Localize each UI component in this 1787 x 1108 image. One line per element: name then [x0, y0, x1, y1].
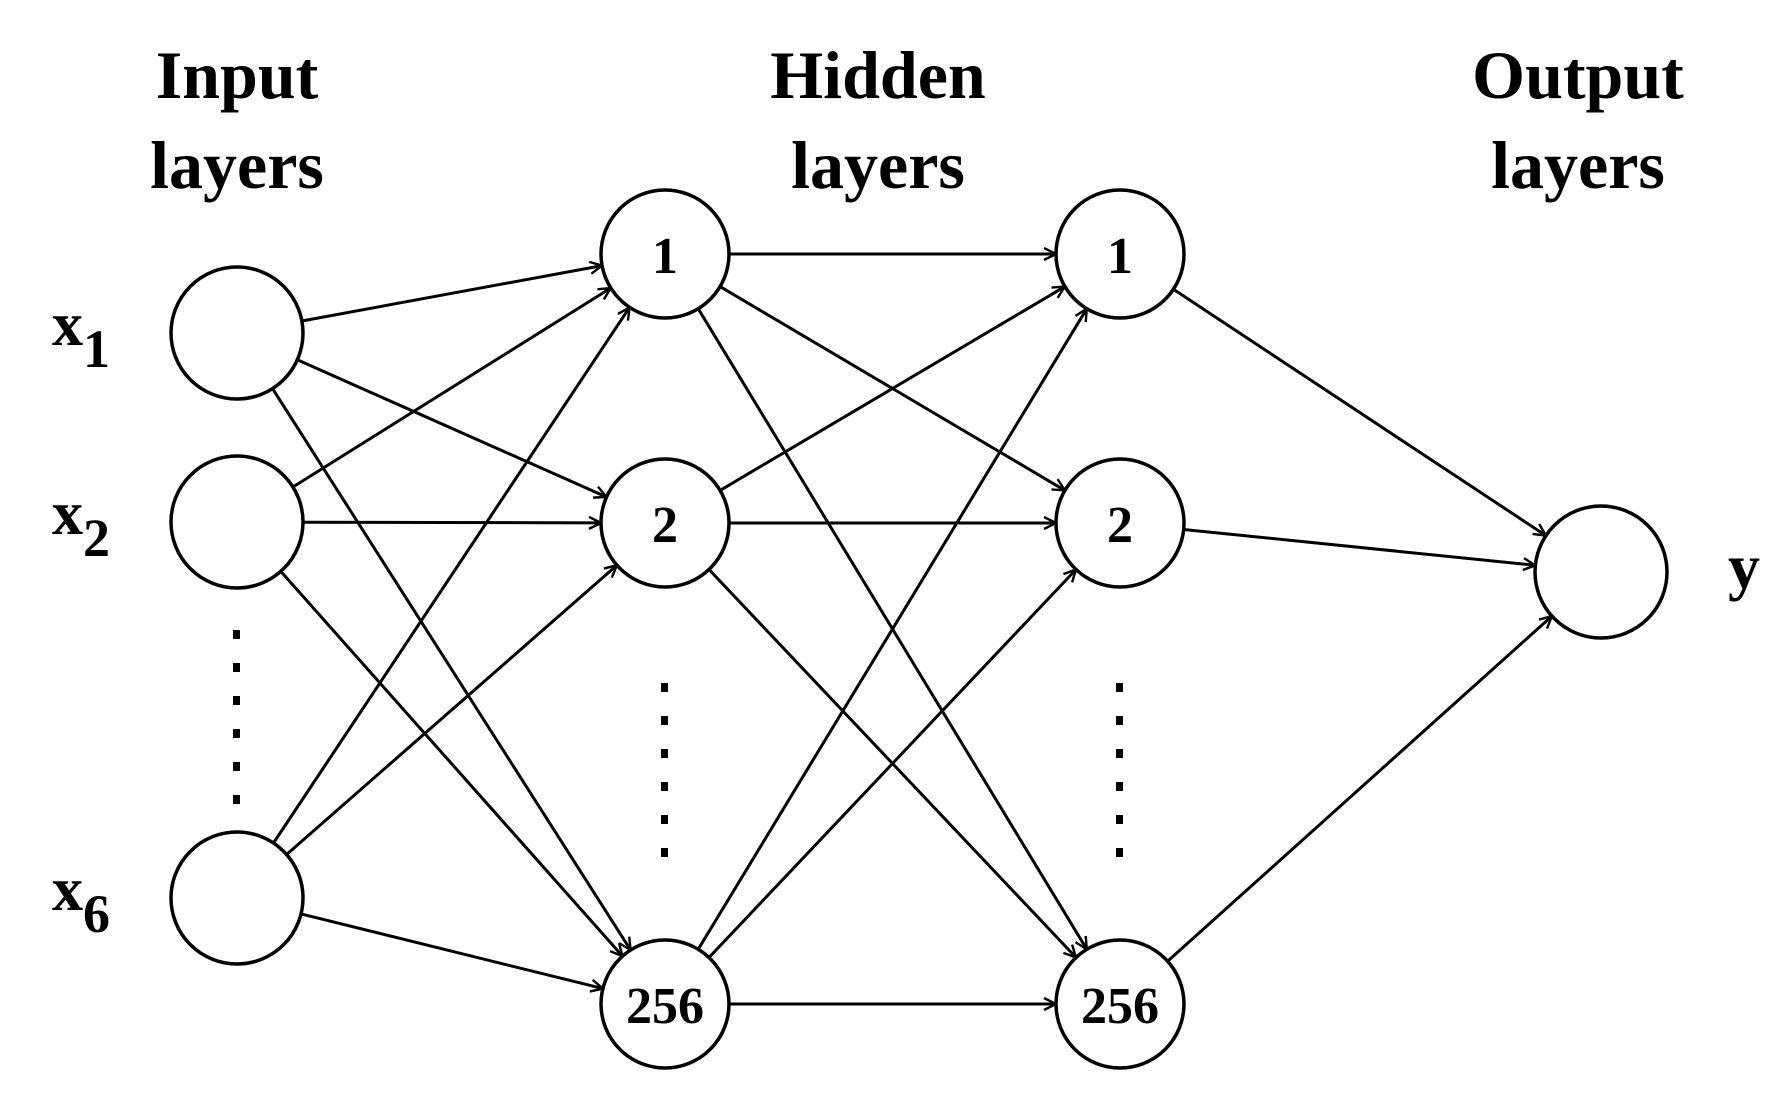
input-title-line1: Input [156, 37, 319, 113]
output-label: y [1728, 531, 1760, 602]
hidden1-node-1 [599, 188, 731, 320]
hidden-layer-2 [1054, 188, 1186, 1070]
input-label-1: x1 [52, 291, 110, 379]
edge-l2-1-to-0 [1183, 528, 1536, 566]
input-label-6: x6 [52, 856, 110, 944]
edge-l0-2-to-2 [300, 912, 603, 989]
hidden-title-line2: layers [791, 127, 965, 203]
hidden2-node-1 [1054, 188, 1186, 320]
input-node-1 [169, 265, 305, 401]
hidden2-node-256-label: 256 [1081, 978, 1159, 1035]
hidden1-node-256-label: 256 [626, 978, 704, 1035]
hidden2-node-2 [1054, 457, 1186, 589]
hidden1-node-2-label: 2 [652, 497, 678, 554]
hidden-layer-1 [599, 188, 731, 1070]
layer-titles: Input layers Hidden layers Output layers [150, 37, 1684, 203]
edge-l2-0-to-0 [1172, 288, 1546, 535]
input-layer [169, 265, 305, 966]
ellipsis-dots [233, 630, 1123, 857]
edge-l0-2-to-0 [272, 307, 630, 844]
edge-l0-0-to-0 [301, 266, 602, 323]
edge-l1-2-to-0 [696, 309, 1087, 951]
hidden1-node-256 [599, 938, 731, 1070]
hidden2-node-1-label: 1 [1107, 228, 1133, 285]
hidden2-node-2-label: 2 [1107, 497, 1133, 554]
input-node-2 [169, 454, 305, 590]
hidden1-node-2 [599, 457, 731, 589]
edge-l0-1-to-0 [292, 288, 611, 489]
hidden-node-labels: 1 2 256 1 2 256 [626, 228, 1159, 1035]
input-node-6 [169, 830, 305, 966]
edge-l0-1-to-1 [302, 522, 601, 523]
input-ellipsis [233, 630, 240, 804]
input-title-line2: layers [150, 127, 324, 203]
input-label-2: x2 [52, 480, 110, 568]
hidden-title-line1: Hidden [770, 37, 985, 113]
edge-l1-1-to-0 [719, 287, 1065, 492]
hidden2-ellipsis [1116, 683, 1123, 857]
output-node [1533, 504, 1669, 640]
edge-l1-2-to-1 [707, 570, 1076, 959]
edge-l2-2-to-0 [1166, 616, 1552, 963]
edge-l0-2-to-1 [285, 565, 617, 856]
hidden2-node-256 [1054, 938, 1186, 1070]
edge-l0-0-to-2 [271, 387, 631, 950]
hidden1-node-1-label: 1 [652, 228, 678, 285]
output-title-line2: layers [1491, 127, 1665, 203]
input-labels: x1 x2 x6 [52, 291, 110, 944]
connections [271, 254, 1552, 1004]
edge-l0-0-to-1 [296, 358, 606, 497]
hidden1-ellipsis [661, 683, 668, 857]
edge-l0-1-to-2 [279, 570, 623, 956]
output-title-line1: Output [1472, 37, 1684, 113]
output-layer [1533, 504, 1669, 640]
